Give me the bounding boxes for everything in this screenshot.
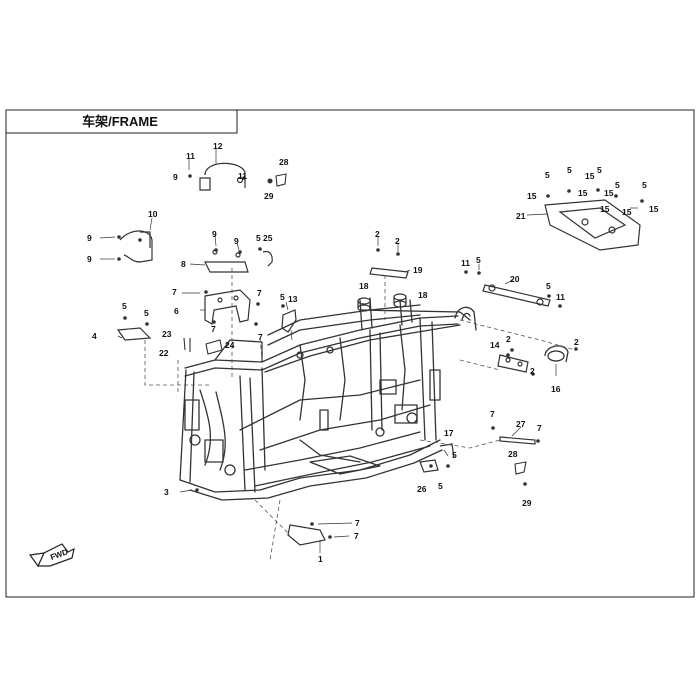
fastener-markers bbox=[117, 174, 644, 539]
callout-label: 7 bbox=[211, 324, 216, 334]
callout-label: 10 bbox=[148, 209, 158, 219]
callout-label: 7 bbox=[258, 332, 263, 342]
callout-label: 15 bbox=[604, 188, 614, 198]
part-18-bushings bbox=[357, 293, 407, 312]
part-20-rail bbox=[482, 284, 551, 307]
part-1-bracket bbox=[287, 524, 326, 546]
callout-label: 4 bbox=[92, 331, 97, 341]
fwd-arrow-icon: FWD bbox=[28, 543, 75, 568]
callout-label: 11 bbox=[238, 171, 247, 181]
callout-label: 7 bbox=[172, 287, 177, 297]
callout-label: 5 bbox=[438, 481, 443, 491]
callout-label: 5 bbox=[452, 450, 457, 460]
callout-label: 25 bbox=[263, 233, 273, 243]
title-box bbox=[5, 109, 238, 134]
callout-label: 9 bbox=[87, 254, 92, 264]
callout-label: 5 bbox=[122, 301, 127, 311]
callout-label: 5 bbox=[545, 170, 550, 180]
callout-label: 22 bbox=[159, 348, 169, 358]
callout-label: 26 bbox=[417, 484, 427, 494]
part-23-24-clips bbox=[183, 337, 223, 355]
callout-label: 29 bbox=[264, 191, 274, 201]
callout-label: 28 bbox=[279, 157, 289, 167]
callout-label: 7 bbox=[355, 518, 360, 528]
callout-label: 2 bbox=[395, 236, 400, 246]
callout-label: 1 bbox=[318, 554, 323, 564]
part-19-bar bbox=[369, 267, 409, 279]
part-6-mount bbox=[204, 289, 251, 325]
callout-label: 21 bbox=[516, 211, 526, 221]
callout-label: 7 bbox=[354, 531, 359, 541]
callout-label: 11 bbox=[461, 258, 470, 268]
callout-label: 15 bbox=[578, 188, 588, 198]
callout-labels: 11 12 9 11 28 29 10 9 9 9 9 5 25 8 7 7 6… bbox=[87, 141, 659, 564]
title: 车架/FRAME bbox=[82, 114, 158, 129]
callout-label: 2 bbox=[574, 337, 579, 347]
callout-label: 15 bbox=[585, 171, 595, 181]
callout-label: 15 bbox=[600, 204, 610, 214]
callout-label: 7 bbox=[537, 423, 542, 433]
callout-label: 5 bbox=[476, 255, 481, 265]
sheet-border bbox=[5, 109, 695, 598]
part-25-clamp bbox=[262, 250, 273, 267]
part-26-clamp bbox=[419, 459, 439, 473]
callout-label: 20 bbox=[510, 274, 520, 284]
callout-label: 5 bbox=[546, 281, 551, 291]
callout-label: 2 bbox=[375, 229, 380, 239]
callout-label: 12 bbox=[213, 141, 223, 151]
callout-label: 5 bbox=[280, 292, 285, 302]
part-21-rack-plate bbox=[544, 199, 641, 251]
callout-label: 5 bbox=[597, 165, 602, 175]
callout-label: 5 bbox=[642, 180, 647, 190]
part-27-rod bbox=[499, 436, 536, 445]
callout-label: 11 bbox=[556, 292, 565, 302]
part-12-bracket bbox=[199, 162, 246, 191]
part-28-clip-top bbox=[267, 173, 287, 187]
callout-label: 28 bbox=[508, 449, 518, 459]
part-10-bracket bbox=[119, 230, 153, 263]
callout-label: 17 bbox=[444, 428, 454, 438]
callout-label: 2 bbox=[506, 334, 511, 344]
callout-label: 13 bbox=[288, 294, 298, 304]
part-13-bracket bbox=[281, 309, 297, 333]
callout-label: 6 bbox=[174, 306, 179, 316]
part-14-bracket bbox=[497, 354, 529, 373]
part-28-clip-right bbox=[514, 461, 527, 475]
part-17-bracket bbox=[439, 443, 455, 459]
callout-label: 9 bbox=[234, 236, 239, 246]
callout-label: 29 bbox=[522, 498, 532, 508]
callout-label: 7 bbox=[490, 409, 495, 419]
callout-label: 5 bbox=[567, 165, 572, 175]
callout-label: 9 bbox=[87, 233, 92, 243]
callout-label: 5 bbox=[144, 308, 149, 318]
callout-label: 9 bbox=[173, 172, 178, 182]
callout-label: 5 bbox=[615, 180, 620, 190]
callout-label: 16 bbox=[551, 384, 561, 394]
callout-label: 9 bbox=[212, 229, 217, 239]
callout-label: 14 bbox=[490, 340, 500, 350]
frame-assembly bbox=[179, 297, 477, 501]
part-16-hook bbox=[544, 345, 569, 363]
part-8-bracket bbox=[204, 249, 249, 273]
callout-label: 18 bbox=[418, 290, 428, 300]
callout-label: 11 bbox=[186, 151, 195, 161]
callout-label: 23 bbox=[162, 329, 172, 339]
callout-label: 27 bbox=[516, 419, 526, 429]
assembly-leader-lines bbox=[144, 268, 576, 561]
callout-label: 15 bbox=[622, 207, 632, 217]
part-4-plate bbox=[116, 327, 152, 341]
callout-label: 15 bbox=[649, 204, 659, 214]
callout-label: 2 bbox=[530, 366, 535, 376]
callout-label: 5 bbox=[256, 233, 261, 243]
callout-label: 15 bbox=[527, 191, 537, 201]
callout-leaders bbox=[99, 149, 638, 553]
callout-label: 7 bbox=[257, 288, 262, 298]
callout-label: 19 bbox=[413, 265, 423, 275]
callout-label: 18 bbox=[359, 281, 369, 291]
callout-label: 24 bbox=[225, 340, 235, 350]
callout-label: 3 bbox=[164, 487, 169, 497]
callout-label: 8 bbox=[181, 259, 186, 269]
